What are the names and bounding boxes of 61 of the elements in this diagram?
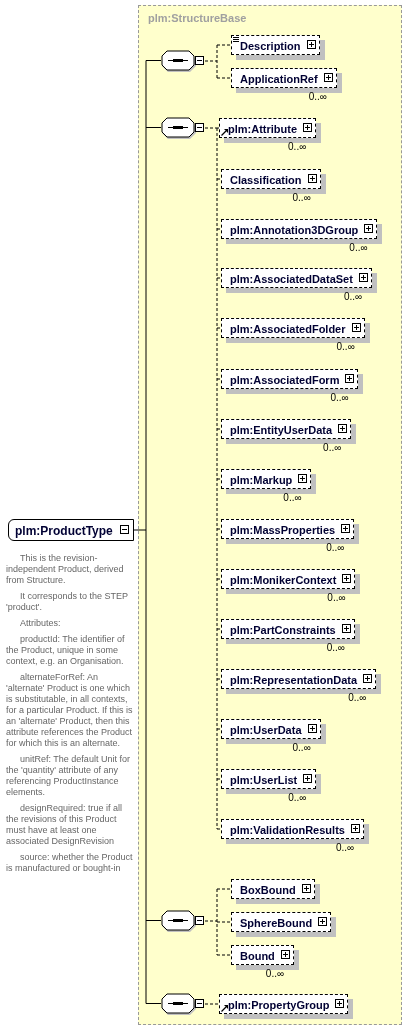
root-element-box: plm:ProductType [8, 519, 134, 541]
connector-line [216, 678, 222, 680]
connector-line [216, 127, 220, 129]
connector-line [216, 478, 222, 480]
sequence-compositor [161, 993, 205, 1015]
connector-line [216, 728, 222, 730]
connector-line [216, 628, 222, 630]
connector-line [204, 1003, 220, 1005]
connector-line [216, 528, 222, 530]
connector-line [145, 60, 162, 61]
multiplicity-label: 0..∞ [265, 968, 285, 979]
documentation-text: source: whether the Product is manufactured or bought-in [6, 852, 134, 874]
multiplicity-label: 0..∞ [327, 592, 346, 603]
documentation-text: designRequired: true if all the revisions of this Product must have at least one associated DesignRevision [6, 803, 124, 847]
multiplicity-label: 0..∞ [288, 792, 307, 803]
multiplicity-label: 0..∞ [288, 141, 307, 152]
connector-line [216, 888, 232, 890]
connector-trunk [133, 60, 147, 1004]
documentation-text: Attributes: [19, 618, 62, 629]
connector-line [216, 828, 222, 830]
multiplicity-label: 0..∞ [283, 492, 302, 503]
multiplicity-label: 0..∞ [323, 442, 342, 453]
multiplicity-label: 0..∞ [308, 91, 327, 102]
connector-line [216, 778, 222, 780]
connector-line [216, 327, 222, 329]
connector-line [216, 428, 222, 430]
multiplicity-label: 0..∞ [343, 291, 363, 302]
documentation-text: This is the revision-independent Product, derived from Structure. [6, 553, 125, 586]
multiplicity-label: 0..∞ [349, 242, 368, 253]
multiplicity-label: 0..∞ [292, 192, 311, 203]
connector-line [216, 578, 222, 580]
connector-trunk [204, 127, 218, 830]
documentation-text: It corresponds to the STEP 'product'. [6, 591, 129, 613]
connector-trunk [204, 888, 218, 956]
multiplicity-label: 0..∞ [335, 842, 355, 853]
connector-line [216, 277, 222, 279]
connector-line [216, 178, 222, 180]
multiplicity-label: 0..∞ [348, 692, 367, 703]
connector-line [216, 954, 232, 956]
multiplicity-label: 0..∞ [336, 341, 355, 352]
group-box [138, 5, 402, 1025]
documentation-text: alternateForRef: An 'alternate' Product is one which is substitutable, in all contexts, for a particular Product. If this is an 'alternate' Product, then this attribute references the Product for which this is an alternate. [6, 672, 134, 749]
connector-line [216, 77, 232, 79]
connector-line [216, 378, 222, 380]
sequence-compositor [161, 910, 205, 932]
multiplicity-label: 0..∞ [330, 392, 349, 403]
documentation-text: productId: The identifier of the Product, unique in some context, e.g. an Organisation. [6, 634, 126, 667]
multiplicity-label: 0..∞ [326, 642, 345, 653]
sequence-compositor [161, 50, 205, 72]
multiplicity-label: 0..∞ [326, 542, 345, 553]
connector-line [216, 44, 232, 46]
multiplicity-label: 0..∞ [292, 742, 311, 753]
sequence-compositor [161, 117, 205, 139]
connector-line [145, 1003, 162, 1004]
documentation-text: unitRef: The default Unit for the 'quantity' attribute of any referencing ProductInstance elements. [6, 754, 131, 798]
connector-trunk [204, 44, 218, 79]
connector-line [145, 920, 162, 921]
connector-line [216, 921, 232, 923]
group-title: plm:StructureBase [148, 12, 247, 24]
connector-line [216, 228, 222, 230]
connector-line [145, 127, 162, 128]
